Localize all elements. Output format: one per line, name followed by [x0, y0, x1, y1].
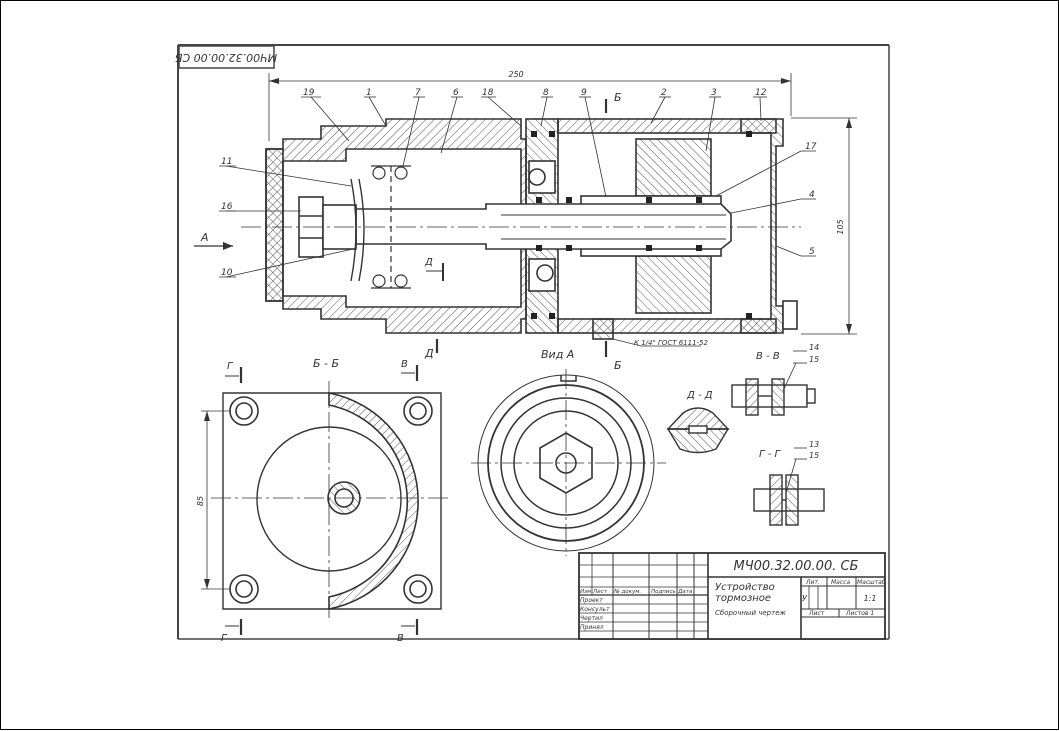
section-gg-title: Г - Г — [759, 449, 782, 460]
label-17: 17 — [805, 142, 817, 152]
tb-scale-label: Масштаб — [857, 579, 886, 586]
tb-doc-type: Сборочный чертеж — [715, 609, 786, 617]
view-a — [471, 369, 666, 556]
label-4: 4 — [809, 190, 815, 200]
tb-col-date: Дата — [677, 589, 693, 595]
title-block — [578, 552, 886, 640]
section-vv-title: В - В — [756, 351, 780, 362]
label-16: 16 — [221, 202, 233, 212]
title-block-text: МЧ00.32.00.00. СБ Устройство тормозное С… — [580, 559, 886, 631]
label-3: 3 — [711, 88, 717, 98]
label-1: 1 — [366, 88, 372, 98]
main-section-view — [194, 73, 857, 357]
cut-d-bottom: Д — [424, 347, 434, 360]
dim-250: 250 — [508, 70, 523, 79]
tb-col-doc: № докум. — [613, 589, 641, 595]
tb-role-drew: Чертил — [580, 615, 603, 622]
section-gg-label-13: 13 — [809, 440, 819, 449]
label-5: 5 — [809, 247, 815, 257]
section-bb-labels: Б - Б 85 Г Г В В — [196, 357, 408, 644]
dim-85: 85 — [196, 496, 205, 506]
tb-role-project: Проект — [580, 597, 603, 604]
tb-designation: МЧ00.32.00.00. СБ — [734, 559, 859, 574]
label-11: 11 — [221, 157, 232, 167]
section-vv-label-14: 14 — [809, 343, 819, 352]
view-a-title: Вид А — [541, 348, 574, 361]
section-dd-title: Д - Д — [686, 390, 713, 401]
label-2: 2 — [661, 88, 667, 98]
cut-d-mid: Д — [424, 257, 433, 268]
tb-name-line1: Устройство — [715, 582, 775, 593]
section-gg-label-15: 15 — [809, 451, 819, 460]
tb-mass-label: Масса — [831, 579, 850, 586]
stamp-text: МЧ00.32.00.00 СБ — [175, 51, 277, 64]
arrow-a-label: А — [200, 231, 209, 244]
section-bb-view — [201, 365, 451, 635]
label-18: 18 — [482, 88, 494, 98]
tb-col-sign: Подпись — [651, 589, 676, 595]
label-8: 8 — [543, 88, 549, 98]
label-10: 10 — [221, 268, 233, 278]
tb-sheet-label: Лист — [808, 610, 825, 617]
tb-role-consult: Консульт — [580, 606, 610, 613]
section-vv-view — [731, 350, 816, 416]
designation-stamp: МЧ00.32.00.00 СБ — [175, 45, 277, 69]
cut-v-bottom: В — [397, 633, 404, 644]
tb-col-list: Лист — [592, 589, 608, 595]
section-vv-label-15: 15 — [809, 355, 819, 364]
label-7: 7 — [415, 88, 421, 98]
section-gg-view — [753, 447, 825, 526]
label-9: 9 — [581, 88, 587, 98]
label-6: 6 — [453, 88, 459, 98]
cut-v-top: В — [401, 359, 408, 370]
tb-scale-value: 1:1 — [864, 594, 877, 603]
dim-105: 105 — [836, 219, 845, 234]
tb-lit-value: У — [802, 594, 808, 603]
label-19: 19 — [303, 88, 315, 98]
tb-sheets-label: Листов 1 — [845, 610, 874, 617]
part-labels: 19 1 7 6 18 8 9 2 3 12 17 4 5 11 16 10 2… — [200, 70, 845, 372]
cut-b-top: Б — [614, 91, 622, 104]
section-dd-view — [666, 407, 730, 454]
tb-col-izm: Изм — [580, 589, 591, 595]
tb-name-line2: тормозное — [715, 593, 771, 604]
tb-lit-label: Лит. — [805, 579, 820, 586]
cut-g-top: Г — [227, 361, 234, 372]
thread-note: К 1/4" ГОСТ 6111-52 — [634, 339, 708, 347]
cut-b-bottom: Б — [614, 359, 622, 372]
cut-g-bottom: Г — [221, 633, 228, 644]
label-12: 12 — [755, 88, 767, 98]
section-bb-title: Б - Б — [313, 357, 339, 370]
tb-role-accepted: Принял — [580, 624, 604, 631]
